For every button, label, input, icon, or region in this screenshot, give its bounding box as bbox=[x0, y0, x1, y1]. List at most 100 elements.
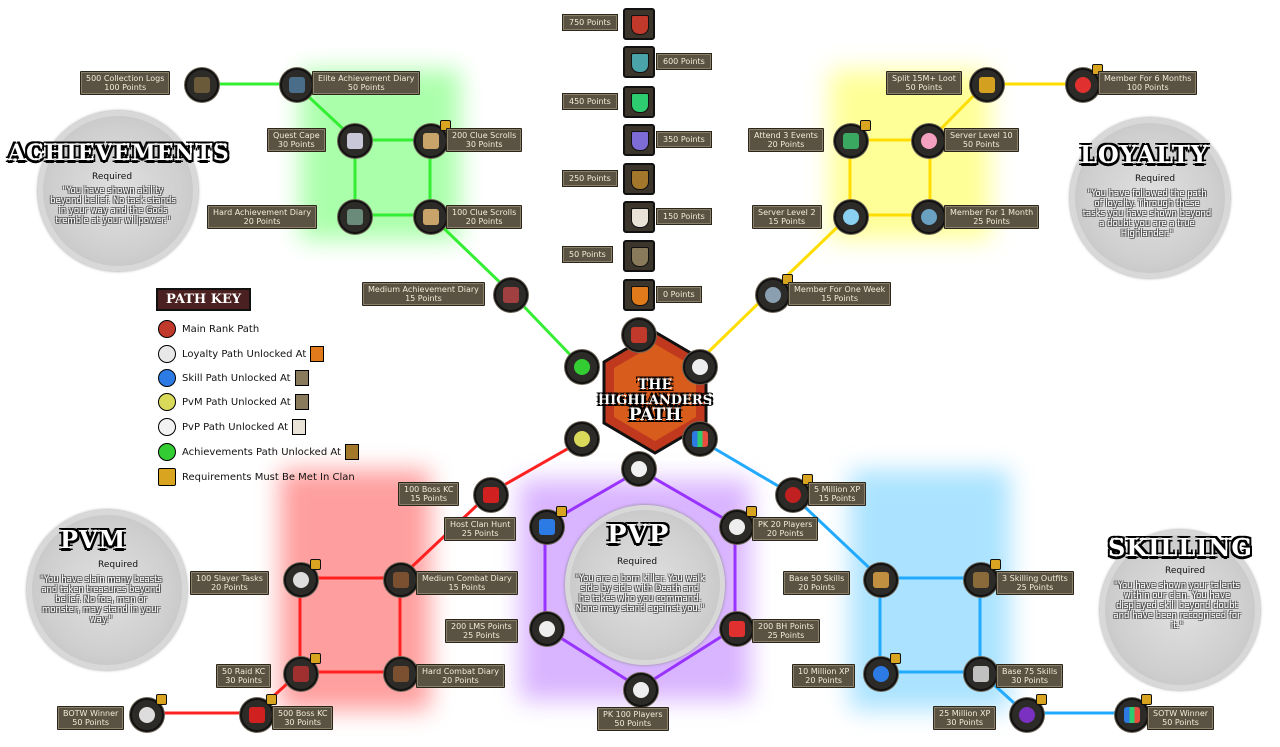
medium-diary-icon[interactable] bbox=[494, 278, 528, 312]
boss-100-icon[interactable] bbox=[474, 478, 508, 512]
key-pvm: PvM Path Unlocked At bbox=[158, 393, 309, 411]
skilling-path-icon[interactable] bbox=[683, 422, 717, 456]
boss-500-icon[interactable] bbox=[240, 694, 277, 732]
key-pvp: PvP Path Unlocked At bbox=[158, 418, 307, 436]
rank-150-icon[interactable] bbox=[623, 201, 655, 233]
rank-600-icon[interactable] bbox=[623, 46, 655, 78]
lms-icon[interactable] bbox=[530, 612, 564, 646]
rank-600-label: 600 Points bbox=[656, 53, 712, 70]
hard-combat-icon[interactable] bbox=[384, 657, 418, 691]
rank-250-label: 250 Points bbox=[562, 170, 618, 187]
achievements-path-icon[interactable] bbox=[565, 350, 599, 384]
pvm-quote: "You have slain many beasts and taken tr… bbox=[40, 575, 162, 625]
emblem-line2: HIGHLANDERS bbox=[597, 393, 713, 408]
rank-0-icon[interactable] bbox=[623, 279, 655, 311]
sotw-icon[interactable] bbox=[1115, 694, 1152, 732]
rank-350-icon[interactable] bbox=[623, 124, 655, 156]
one-month-icon[interactable] bbox=[912, 200, 946, 234]
raid-icon[interactable] bbox=[284, 653, 321, 691]
rank-450-icon[interactable] bbox=[623, 86, 655, 118]
xp-25m-icon[interactable] bbox=[1010, 694, 1047, 732]
skilling-outfits-icon[interactable] bbox=[964, 559, 1001, 597]
key-achievements: Achievements Path Unlocked At bbox=[158, 443, 359, 461]
achievements-circle bbox=[38, 111, 198, 271]
path-key-title: PATH KEY bbox=[156, 288, 252, 311]
highlanders-emblem: THE HIGHLANDERS PATH bbox=[598, 330, 712, 455]
loot-chest-icon[interactable] bbox=[970, 68, 1004, 102]
events-icon[interactable] bbox=[834, 120, 871, 158]
skilling-quote: "You have shown your talents within our … bbox=[1113, 581, 1241, 631]
one-week-icon[interactable] bbox=[756, 274, 793, 312]
pvm-required: Required bbox=[98, 560, 139, 570]
rank-450-label: 450 Points bbox=[562, 93, 618, 110]
rank-250-icon[interactable] bbox=[623, 163, 655, 195]
rank-150-label: 150 Points bbox=[656, 208, 712, 225]
pvp-required: Required bbox=[617, 557, 658, 567]
pvp-path-icon[interactable] bbox=[622, 452, 656, 486]
loyalty-quote: "You have followed the path of loyalty. … bbox=[1082, 189, 1212, 239]
server-level-10-icon[interactable] bbox=[912, 124, 946, 158]
clan-hunt-icon[interactable] bbox=[530, 506, 567, 544]
key-loyalty: Loyalty Path Unlocked At bbox=[158, 345, 325, 363]
botw-icon[interactable] bbox=[130, 694, 167, 732]
base-50-icon[interactable] bbox=[864, 563, 898, 597]
key-requirements: Requirements Must Be Met In Clan bbox=[158, 468, 355, 486]
hard-diary-icon[interactable] bbox=[338, 200, 372, 234]
pvp-title: PVP bbox=[607, 520, 670, 550]
skilling-circle bbox=[1100, 530, 1260, 690]
rank-750-icon[interactable] bbox=[623, 8, 655, 40]
loyalty-path-icon[interactable] bbox=[683, 350, 717, 384]
main-rank-shield-icon[interactable] bbox=[622, 318, 656, 352]
clue-scroll-200-icon[interactable] bbox=[414, 120, 451, 158]
pk-100-icon[interactable] bbox=[624, 673, 658, 707]
achievements-title: ACHIEVEMENTS bbox=[8, 140, 230, 166]
loyalty-required: Required bbox=[1135, 174, 1176, 184]
xp-5m-icon[interactable] bbox=[776, 474, 813, 512]
collection-log-icon[interactable] bbox=[185, 68, 219, 102]
medium-combat-icon[interactable] bbox=[384, 563, 418, 597]
clue-scroll-100-icon[interactable] bbox=[414, 200, 448, 234]
server-level-2-icon[interactable] bbox=[834, 200, 868, 234]
base-75-icon[interactable] bbox=[964, 657, 998, 691]
pk-20-icon[interactable] bbox=[720, 506, 757, 544]
rank-750-label: 750 Points bbox=[562, 14, 618, 31]
six-months-icon[interactable] bbox=[1066, 64, 1103, 102]
pvp-circle bbox=[565, 505, 725, 665]
rank-350-label: 350 Points bbox=[656, 131, 712, 148]
bh-icon[interactable] bbox=[720, 612, 754, 646]
slayer-icon[interactable] bbox=[284, 559, 321, 597]
pvm-title: PVM bbox=[60, 525, 127, 554]
xp-10m-icon[interactable] bbox=[864, 653, 901, 691]
quest-cape-icon[interactable] bbox=[338, 124, 372, 158]
rank-50-icon[interactable] bbox=[623, 240, 655, 272]
key-skill: Skill Path Unlocked At bbox=[158, 369, 309, 387]
elite-diary-icon[interactable] bbox=[280, 68, 314, 102]
pvm-path-icon[interactable] bbox=[565, 422, 599, 456]
pvm-circle bbox=[27, 510, 187, 670]
